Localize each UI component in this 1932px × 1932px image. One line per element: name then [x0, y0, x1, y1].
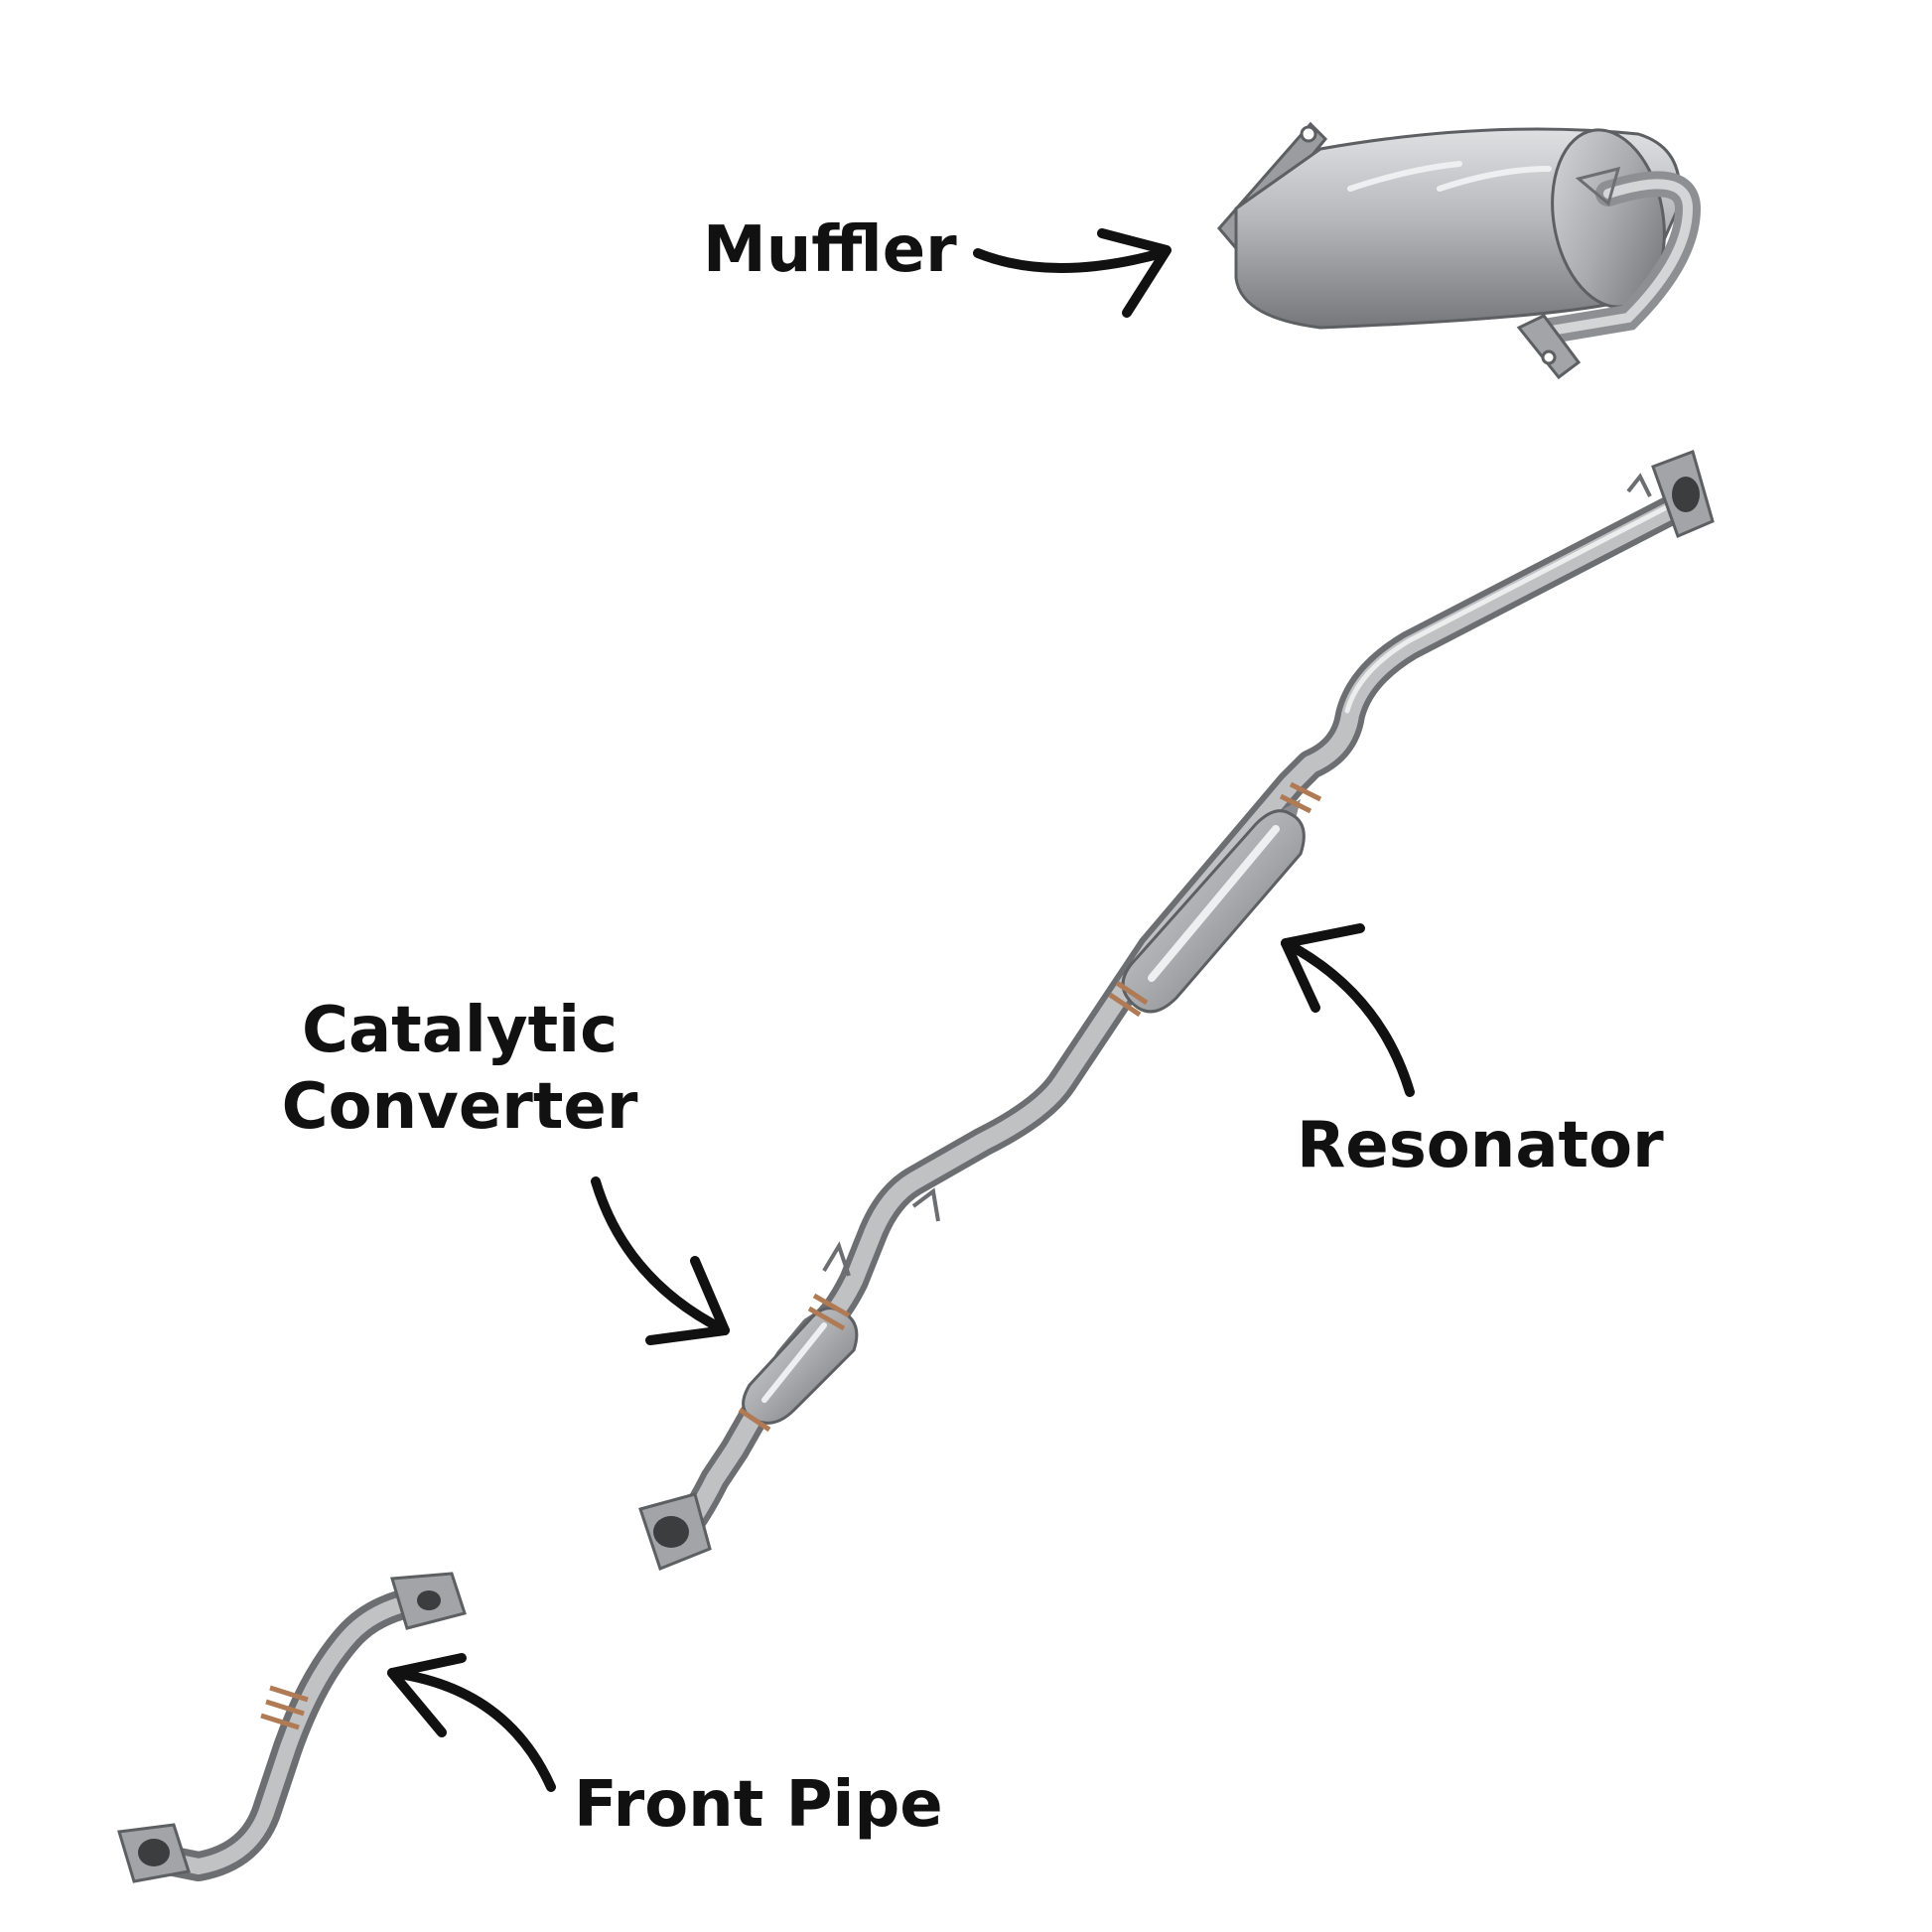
catalytic-converter-label: Catalytic Converter: [276, 993, 643, 1146]
curved-arrow-icon: [1281, 923, 1415, 1097]
front-pipe-part: [117, 1572, 467, 1883]
front-pipe-label: Front Pipe: [574, 1768, 943, 1842]
flange-icon: [1626, 450, 1715, 539]
curved-arrow-icon: [387, 1653, 556, 1792]
catalytic-converter-label-line1: Catalytic: [301, 994, 619, 1067]
catalytic-converter-label-line2: Converter: [281, 1069, 638, 1144]
flange-icon: [638, 1492, 712, 1571]
curved-arrow-icon: [973, 228, 1172, 318]
main-pipe-assembly: [638, 450, 1715, 1571]
muffler-part: [1217, 121, 1702, 380]
catalytic-converter-part: [738, 1187, 940, 1433]
resonator-part: [1108, 781, 1322, 1018]
muffler-label: Muffler: [703, 213, 957, 287]
resonator-label: Resonator: [1297, 1109, 1664, 1182]
curved-arrow-icon: [591, 1176, 730, 1345]
